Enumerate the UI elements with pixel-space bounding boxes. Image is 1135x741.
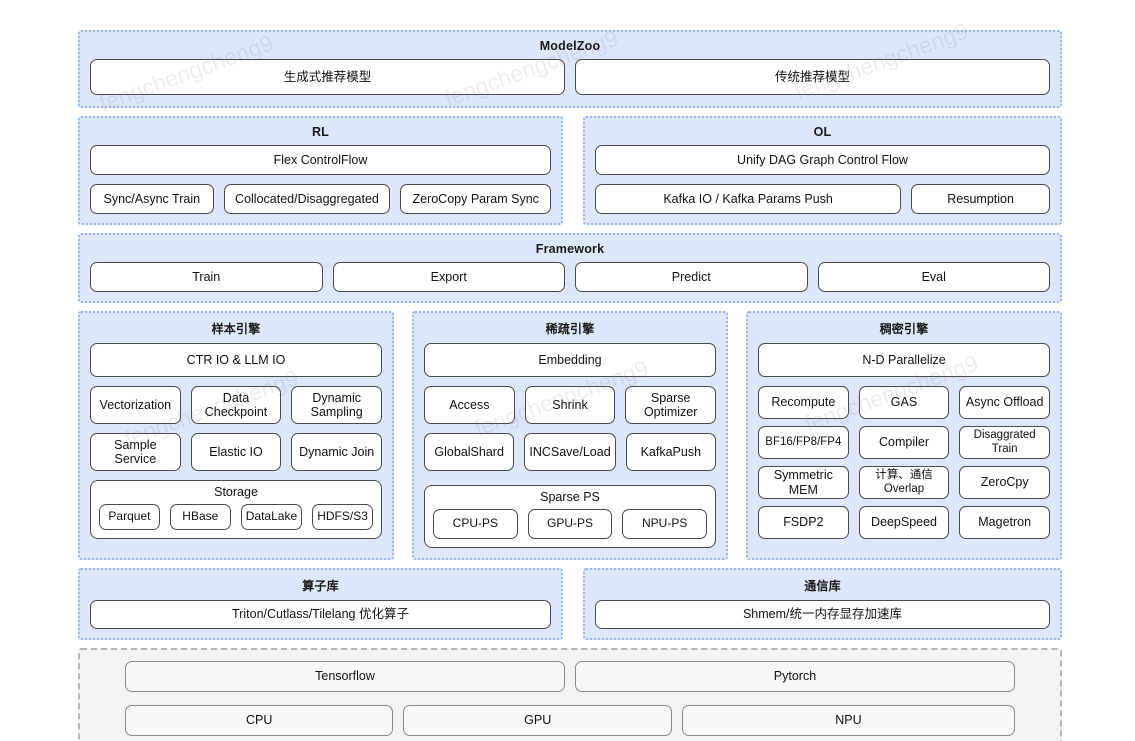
sample-engine-row-1: Vectorization Data Checkpoint Dynamic Sa… <box>90 386 383 424</box>
sample-engine-panel: 样本引擎 CTR IO & LLM IO Vectorization Data … <box>78 311 394 560</box>
comm-library-title: 通信库 <box>804 579 841 593</box>
rl-item-collocated-disaggregated[interactable]: Collocated/Disaggregated <box>223 184 391 214</box>
sparse-engine-row-2: GlobalShard INCSave/Load KafkaPush <box>424 433 716 471</box>
dense-item-recompute[interactable]: Recompute <box>758 386 849 419</box>
sample-item-elastic-io[interactable]: Elastic IO <box>190 433 282 471</box>
framework-item-train[interactable]: Train <box>90 262 323 292</box>
sparse-ps-group-title: Sparse PS <box>540 490 600 504</box>
dense-engine-row-3: Symmetric MEM 计算、通信 Overlap ZeroCpy <box>758 466 1051 499</box>
sparse-ps-item-cpu[interactable]: CPU-PS <box>433 509 518 539</box>
ol-items: Kafka IO / Kafka Params Push Resumption <box>595 184 1050 214</box>
op-library-panel: 算子库 Triton/Cutlass/Tilelang 优化算子 <box>78 568 563 640</box>
dense-item-compute-comm-overlap[interactable]: 计算、通信 Overlap <box>858 466 950 499</box>
dense-item-deepspeed[interactable]: DeepSpeed <box>858 506 950 539</box>
modelzoo-panel: ModelZoo 生成式推荐模型 传统推荐模型 <box>78 30 1062 108</box>
sparse-item-incsave-load[interactable]: INCSave/Load <box>524 433 616 471</box>
dense-item-gas[interactable]: GAS <box>858 386 950 419</box>
rl-title: RL <box>311 125 330 139</box>
dense-engine-title: 稠密引擎 <box>879 322 929 336</box>
rl-panel: RL Flex ControlFlow Sync/Async Train Col… <box>78 116 563 225</box>
rl-item-zerocopy-param-sync[interactable]: ZeroCopy Param Sync <box>400 184 551 214</box>
infra-item-npu[interactable]: NPU <box>681 705 1016 736</box>
sparse-engine-title: 稀疏引擎 <box>545 322 595 336</box>
infra-frameworks-row: Tensorflow Pytorch <box>125 661 1015 692</box>
sparse-ps-item-gpu[interactable]: GPU-PS <box>527 509 613 539</box>
sparse-item-sparse-optimizer[interactable]: Sparse Optimizer <box>625 386 717 424</box>
infra-item-tensorflow[interactable]: Tensorflow <box>125 661 565 692</box>
ol-item-resumption[interactable]: Resumption <box>911 184 1050 214</box>
dense-engine-panel: 稠密引擎 N-D Parallelize Recompute GAS Async… <box>746 311 1062 560</box>
storage-item-hbase[interactable]: HBase <box>169 504 231 530</box>
sample-engine-title: 样本引擎 <box>211 322 261 336</box>
sparse-engine-row-1: Access Shrink Sparse Optimizer <box>424 386 717 424</box>
sparse-engine-head[interactable]: Embedding <box>424 343 716 377</box>
dense-item-fsdp2[interactable]: FSDP2 <box>758 506 849 539</box>
rl-ol-row: RL Flex ControlFlow Sync/Async Train Col… <box>78 116 1062 225</box>
storage-group-title: Storage <box>214 485 258 499</box>
storage-group-items: Parquet HBase DataLake HDFS/S3 <box>99 504 373 530</box>
framework-item-export[interactable]: Export <box>332 262 565 292</box>
rl-items: Sync/Async Train Collocated/Disaggregate… <box>90 184 551 214</box>
framework-item-predict[interactable]: Predict <box>575 262 808 292</box>
sparse-item-globalshard[interactable]: GlobalShard <box>424 433 515 471</box>
dense-engine-row-1: Recompute GAS Async Offload <box>758 386 1051 419</box>
dense-item-zerocpy[interactable]: ZeroCpy <box>959 466 1051 499</box>
sample-item-dynamic-sampling[interactable]: Dynamic Sampling <box>291 386 383 424</box>
ol-title: OL <box>813 125 832 139</box>
op-library-main[interactable]: Triton/Cutlass/Tilelang 优化算子 <box>90 600 551 629</box>
dense-item-async-offload[interactable]: Async Offload <box>959 386 1051 419</box>
dense-engine-row-4: FSDP2 DeepSpeed Magetron <box>758 506 1051 539</box>
framework-panel: Framework Train Export Predict Eval <box>78 233 1062 303</box>
dense-item-disaggrated-train[interactable]: Disaggrated Train <box>959 426 1051 459</box>
rl-main-box[interactable]: Flex ControlFlow <box>90 145 551 175</box>
infra-item-pytorch[interactable]: Pytorch <box>575 661 1015 692</box>
rl-item-sync-async-train[interactable]: Sync/Async Train <box>90 184 214 214</box>
sparse-ps-group: Sparse PS CPU-PS GPU-PS NPU-PS <box>424 485 716 548</box>
sparse-item-kafkapush[interactable]: KafkaPush <box>625 433 716 471</box>
sample-item-vectorization[interactable]: Vectorization <box>90 386 181 424</box>
infrastructure-panel: Tensorflow Pytorch CPU GPU NPU <box>78 648 1062 741</box>
dense-engine-head[interactable]: N-D Parallelize <box>758 343 1050 377</box>
infra-item-cpu[interactable]: CPU <box>125 705 394 736</box>
sparse-item-shrink[interactable]: Shrink <box>524 386 616 424</box>
framework-items: Train Export Predict Eval <box>90 262 1050 292</box>
ol-panel: OL Unify DAG Graph Control Flow Kafka IO… <box>583 116 1062 225</box>
modelzoo-items: 生成式推荐模型 传统推荐模型 <box>90 59 1050 95</box>
engines-row: 样本引擎 CTR IO & LLM IO Vectorization Data … <box>78 311 1062 560</box>
sparse-ps-group-items: CPU-PS GPU-PS NPU-PS <box>433 509 708 539</box>
sparse-item-access[interactable]: Access <box>424 386 515 424</box>
ol-item-kafka-io[interactable]: Kafka IO / Kafka Params Push <box>595 184 902 214</box>
sample-item-sample-service[interactable]: Sample Service <box>90 433 181 471</box>
comm-library-main[interactable]: Shmem/统一内存显存加速库 <box>595 600 1050 629</box>
infra-hardware-row: CPU GPU NPU <box>125 705 1016 736</box>
storage-item-parquet[interactable]: Parquet <box>99 504 160 530</box>
framework-title: Framework <box>535 242 605 256</box>
modelzoo-item-generative[interactable]: 生成式推荐模型 <box>90 59 565 95</box>
ol-main-box[interactable]: Unify DAG Graph Control Flow <box>595 145 1050 175</box>
framework-item-eval[interactable]: Eval <box>817 262 1050 292</box>
storage-item-hdfs-s3[interactable]: HDFS/S3 <box>312 504 373 530</box>
dense-item-magetron[interactable]: Magetron <box>959 506 1051 539</box>
sparse-engine-panel: 稀疏引擎 Embedding Access Shrink Sparse Opti… <box>412 311 728 560</box>
storage-group: Storage Parquet HBase DataLake HDFS/S3 <box>90 480 382 539</box>
op-library-title: 算子库 <box>302 579 339 593</box>
modelzoo-title: ModelZoo <box>539 39 601 53</box>
storage-item-datalake[interactable]: DataLake <box>240 504 303 530</box>
sample-item-dynamic-join[interactable]: Dynamic Join <box>291 433 383 471</box>
dense-item-compiler[interactable]: Compiler <box>858 426 950 459</box>
infra-item-gpu[interactable]: GPU <box>403 705 672 736</box>
modelzoo-item-traditional[interactable]: 传统推荐模型 <box>575 59 1050 95</box>
libraries-row: 算子库 Triton/Cutlass/Tilelang 优化算子 通信库 Shm… <box>78 568 1062 640</box>
dense-item-symmetric-mem[interactable]: Symmetric MEM <box>758 466 849 499</box>
sample-item-data-checkpoint[interactable]: Data Checkpoint <box>190 386 282 424</box>
comm-library-panel: 通信库 Shmem/统一内存显存加速库 <box>583 568 1062 640</box>
dense-engine-row-2: BF16/FP8/FP4 Compiler Disaggrated Train <box>758 426 1051 459</box>
sample-engine-row-2: Sample Service Elastic IO Dynamic Join <box>90 433 383 471</box>
sample-engine-head[interactable]: CTR IO & LLM IO <box>90 343 382 377</box>
sparse-ps-item-npu[interactable]: NPU-PS <box>622 509 708 539</box>
dense-item-bf16-fp8-fp4[interactable]: BF16/FP8/FP4 <box>758 426 849 459</box>
